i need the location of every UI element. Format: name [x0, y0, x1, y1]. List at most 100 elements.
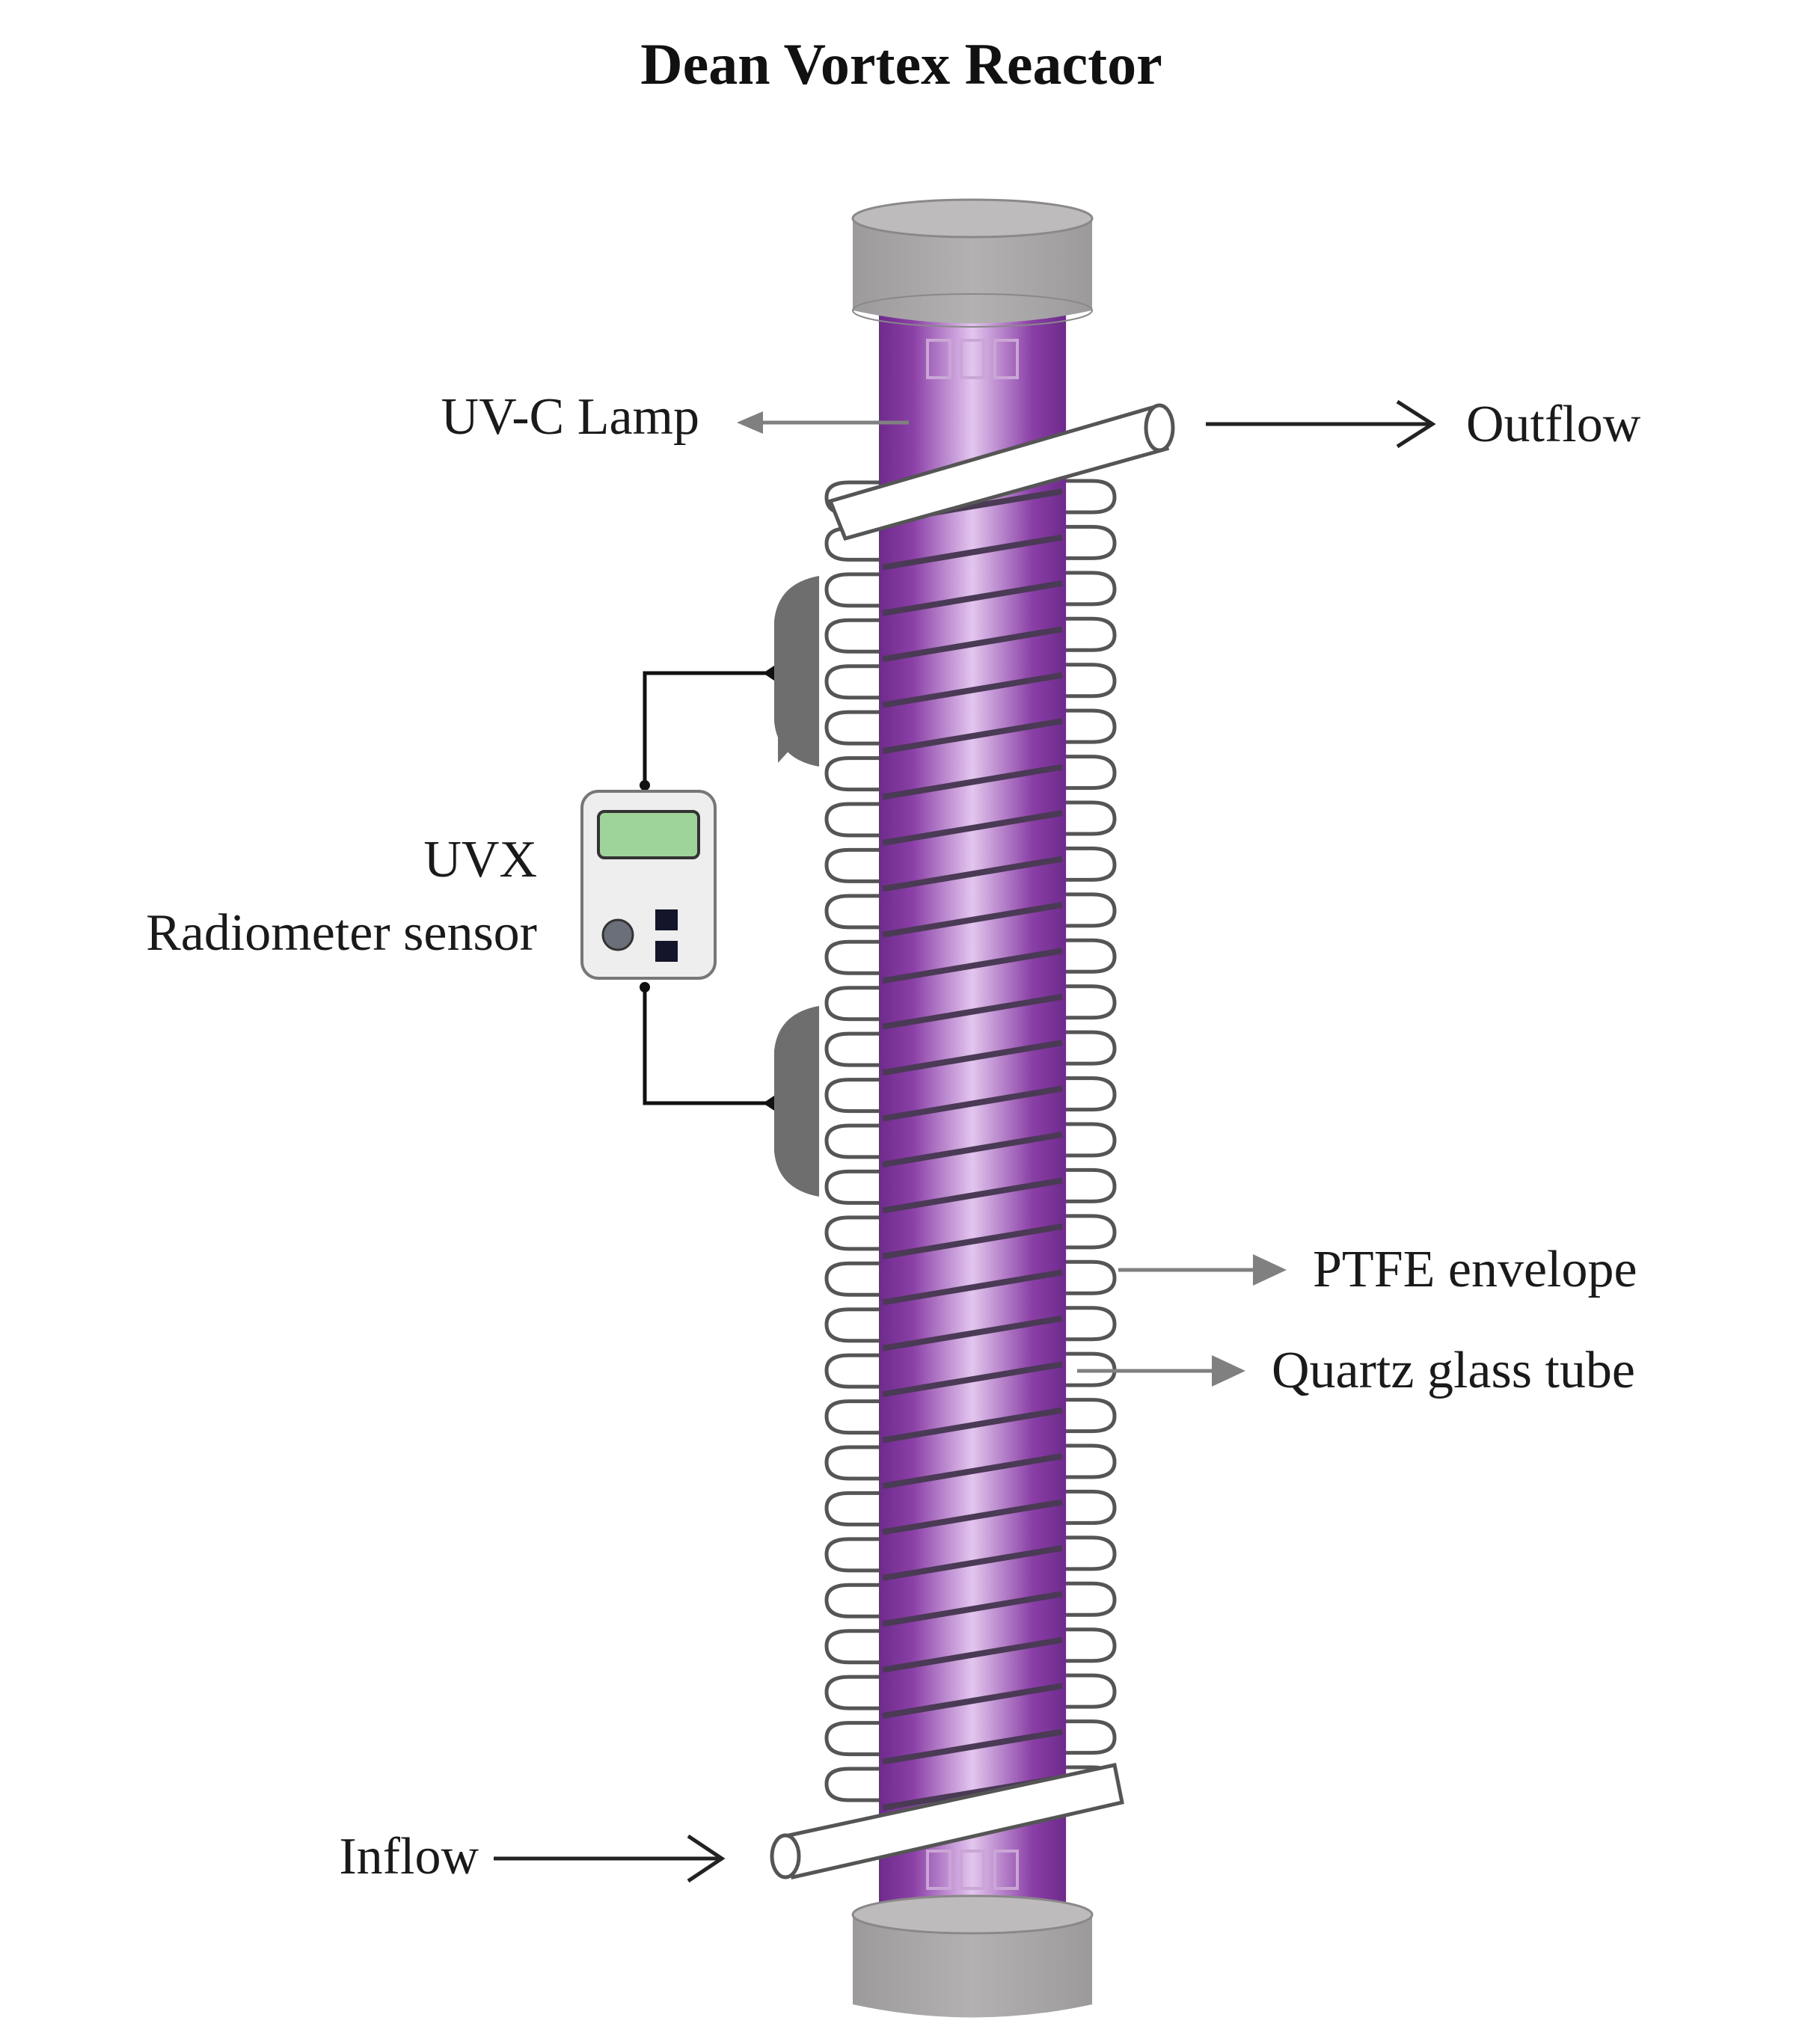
- coil-loop-right: [1066, 1306, 1117, 1342]
- coil-back-strand: [882, 1132, 1063, 1167]
- coil-back-strand: [882, 810, 1063, 846]
- coil-back-strand: [882, 993, 1063, 1030]
- uvx-label-line1: UVX: [423, 831, 537, 889]
- inflow-annotation: Inflow: [339, 1828, 726, 1885]
- coil-loop-left: [824, 802, 879, 838]
- coil-loop-right: [1066, 755, 1117, 791]
- coil-back-strand: [882, 1728, 1063, 1765]
- coil-back-strand: [882, 1177, 1063, 1214]
- coil-loop-right: [1066, 1443, 1117, 1479]
- coil-back-strand: [882, 1361, 1063, 1398]
- inflow-tube: [770, 1763, 1124, 1880]
- coil-loop-left: [824, 1491, 879, 1526]
- uvx-annotation: UVX Radiometer sensor: [146, 831, 537, 962]
- coil-back-strand: [882, 1544, 1063, 1581]
- coil-back-strand: [882, 1085, 1063, 1122]
- coil-loop-left: [824, 1721, 879, 1757]
- coil-loop-left: [824, 1445, 879, 1481]
- ptfe-annotation: PTFE envelope: [1118, 1241, 1637, 1298]
- coil-loop-right: [1066, 1030, 1117, 1066]
- coil-loop-left: [824, 1583, 879, 1618]
- coil-loop-right: [1066, 616, 1117, 652]
- coil-loop-left: [824, 1169, 879, 1205]
- quartz-label: Quartz glass tube: [1272, 1342, 1635, 1399]
- coil-loop-left: [824, 847, 879, 883]
- uvx-radiometer-device: [580, 790, 717, 980]
- quartz-annotation: Quartz glass tube: [1077, 1342, 1635, 1399]
- uv-lamp-label: UV-C Lamp: [441, 388, 699, 446]
- coil-loop-left: [824, 1307, 879, 1343]
- coil-loop-left: [824, 664, 879, 700]
- coil-loop-right: [1066, 800, 1117, 836]
- inflow-label: Inflow: [339, 1828, 479, 1885]
- outflow-tube: [827, 403, 1175, 541]
- coil-loop-right: [1066, 524, 1117, 560]
- coil-loop-right: [1066, 1627, 1117, 1663]
- coil-back-strand: [882, 672, 1063, 708]
- coil-back-strand: [882, 534, 1063, 571]
- coil-loop-right: [1066, 1719, 1117, 1755]
- coil-loop-right: [1066, 1122, 1117, 1158]
- coil-back-strand: [882, 1683, 1063, 1719]
- coil-back-strand: [882, 1223, 1063, 1259]
- square-keys-icon: [655, 909, 678, 962]
- coil-loop-left: [824, 1031, 879, 1067]
- coil-loop-left: [824, 939, 879, 975]
- coil-loop-left: [824, 1767, 879, 1802]
- coil-loop-left: [824, 1123, 879, 1159]
- coil-loop-right: [1066, 663, 1117, 699]
- coil-back-strand: [882, 856, 1063, 892]
- coil-loop-right: [1066, 1581, 1117, 1617]
- coil-back-strand: [882, 1407, 1063, 1443]
- coil-loop-left: [824, 986, 879, 1022]
- coil-loop-right: [1066, 1489, 1117, 1525]
- uv-c-lamp-assembly: [851, 198, 1094, 2018]
- outflow-label: Outflow: [1466, 396, 1641, 453]
- coil-back-strand: [882, 948, 1063, 984]
- lamp-electrode-bottom: [926, 1850, 1019, 1890]
- sensor-pad-lower: [774, 1006, 819, 1197]
- coil-loop-left: [824, 618, 879, 654]
- coil-loop-right: [1066, 938, 1117, 974]
- coil-back-strand: [882, 1636, 1063, 1673]
- coil-loop-right: [1066, 1673, 1117, 1709]
- circle-button-icon: [601, 918, 634, 951]
- top-end-cap: [851, 198, 1094, 328]
- coil-loop-right: [1066, 708, 1117, 744]
- coil-back-strand: [882, 1040, 1063, 1076]
- coil-loop-left: [824, 572, 879, 608]
- coil-back-strand: [882, 1591, 1063, 1627]
- diagram-title: Dean Vortex Reactor: [640, 31, 1162, 96]
- coil-back-strand: [882, 1315, 1063, 1351]
- coil-back-strand: [882, 718, 1063, 755]
- coil-loop-left: [824, 1629, 879, 1665]
- coil-loop-left: [824, 1537, 879, 1573]
- sensor-pad-upper: [774, 576, 819, 767]
- coil-loop-right: [1066, 984, 1117, 1020]
- coil-loop-left: [824, 1261, 879, 1297]
- uv-lamp-annotation: UV-C Lamp: [441, 388, 909, 446]
- coil-loop-right: [1066, 1167, 1117, 1203]
- coil-loop-left: [824, 894, 879, 930]
- coil-loop-right: [1066, 846, 1117, 882]
- coil-loop-left: [824, 1215, 879, 1251]
- coil-back-strand: [882, 901, 1063, 938]
- coil-loop-right: [1066, 1259, 1117, 1295]
- coil-loop-left: [824, 1353, 879, 1389]
- sensor-wires: [640, 666, 774, 1111]
- coil-loop-left: [824, 1078, 879, 1114]
- coil-loop-left: [824, 1399, 879, 1435]
- coil-loop-right: [1066, 1076, 1117, 1112]
- coil-back-strand: [882, 764, 1063, 800]
- coil-back-strand: [882, 1499, 1063, 1535]
- bottom-end-cap: [851, 1894, 1094, 2018]
- coil-loop-left: [824, 1675, 879, 1710]
- outflow-annotation: Outflow: [1206, 396, 1641, 453]
- radiometer-display: [597, 810, 700, 859]
- coil-loop-left: [824, 756, 879, 792]
- coil-loop-right: [1066, 571, 1117, 607]
- lamp-electrode-top: [926, 339, 1019, 379]
- coil-loop-right: [1066, 479, 1117, 515]
- coil-loop-right: [1066, 892, 1117, 928]
